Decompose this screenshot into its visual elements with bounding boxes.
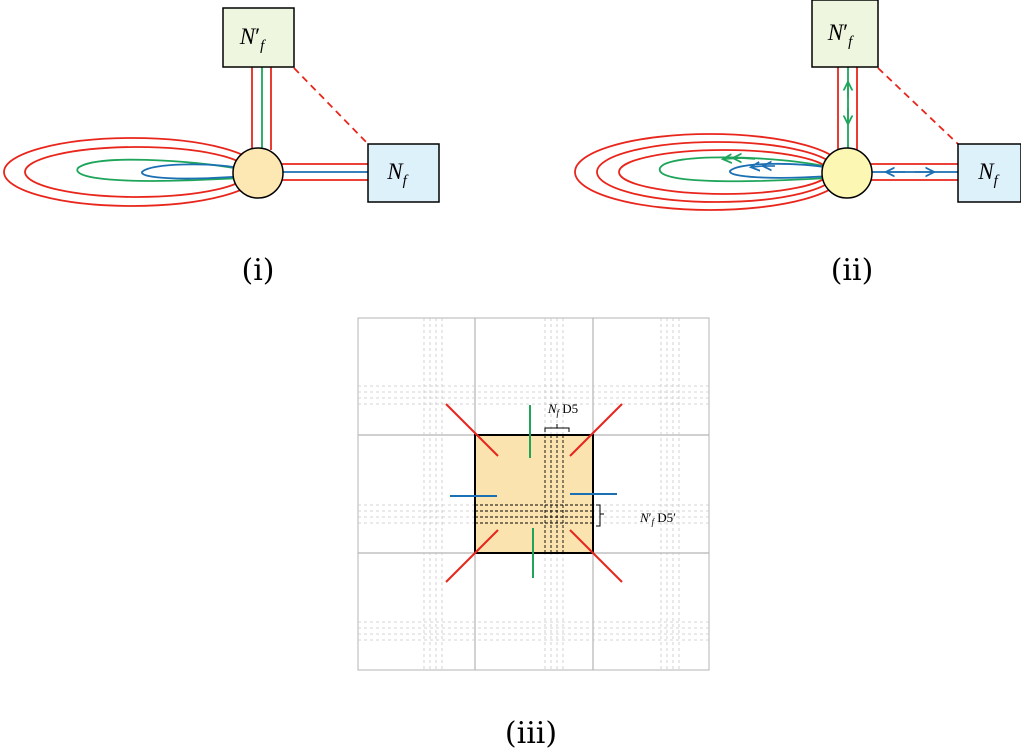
right-brace <box>596 504 604 527</box>
label-nf-d5: Nf D5 <box>547 401 578 418</box>
flavor-box-right: Nf <box>367 143 440 203</box>
panel-ii: N′f Nf (ii) <box>574 0 1021 288</box>
top-brace <box>544 424 570 432</box>
box-right-label-base: N <box>386 159 404 184</box>
red-loops <box>574 133 846 211</box>
edge-node-to-top-box <box>251 67 272 150</box>
blue-lines <box>450 493 617 497</box>
label-nfp-prime: ′ <box>649 510 652 525</box>
caption-iii: (iii) <box>505 716 557 751</box>
label-nfp-base: N <box>639 510 650 525</box>
box-right-label-base: N <box>977 159 995 184</box>
box-top-label-prime: ′ <box>255 24 260 49</box>
flavor-box-top: N′f <box>222 7 295 68</box>
edge-node-to-right-box <box>280 163 368 181</box>
green-loop <box>76 158 241 182</box>
flavor-box-right: Nf <box>957 143 1021 203</box>
red-diagonals <box>445 403 623 583</box>
gauge-node <box>232 147 284 199</box>
caption-i: (i) <box>241 253 274 288</box>
box-top-label-base: N <box>239 24 257 49</box>
svg-text:N′f: N′f <box>239 24 266 54</box>
caption-ii: (ii) <box>831 253 874 288</box>
box-right-label-sub: f <box>403 173 409 189</box>
svg-text:Nf: Nf <box>386 159 408 189</box>
dashed-edge <box>293 67 369 145</box>
label-nf-sub: f <box>557 408 561 418</box>
box-top-label-base: N <box>827 20 845 45</box>
blue-loop <box>729 162 831 179</box>
outer-frame <box>357 317 710 671</box>
green-loop <box>658 156 829 183</box>
label-nf-base: N <box>547 401 558 416</box>
blue-loop-arrow-2 <box>753 166 764 167</box>
box-top-label-prime: ′ <box>843 20 848 45</box>
dashed-edge <box>877 67 959 145</box>
label-nfp-rest: D5′ <box>654 510 676 525</box>
label-nfp-d5p: N′f D5′ <box>639 510 676 527</box>
flavor-box-top: N′f <box>811 0 879 68</box>
label-nfp-sub: f <box>652 517 656 527</box>
blue-loop <box>141 163 246 180</box>
gauge-node <box>821 147 873 199</box>
svg-text:Nf: Nf <box>977 159 999 189</box>
box-right-label-sub: f <box>994 173 1000 189</box>
green-lines <box>529 405 534 578</box>
red-loops <box>3 137 261 207</box>
panel-iii: Nf D5 N′f D5′ (iii) <box>357 317 710 751</box>
box-top-label-sub: f <box>260 38 266 54</box>
label-nf-rest: D5 <box>559 401 578 416</box>
edge-node-to-right-box <box>868 163 958 181</box>
panel-i: N′f Nf (i) <box>3 7 440 288</box>
svg-text:N′f: N′f <box>827 20 854 50</box>
box-top-label-sub: f <box>848 34 854 50</box>
